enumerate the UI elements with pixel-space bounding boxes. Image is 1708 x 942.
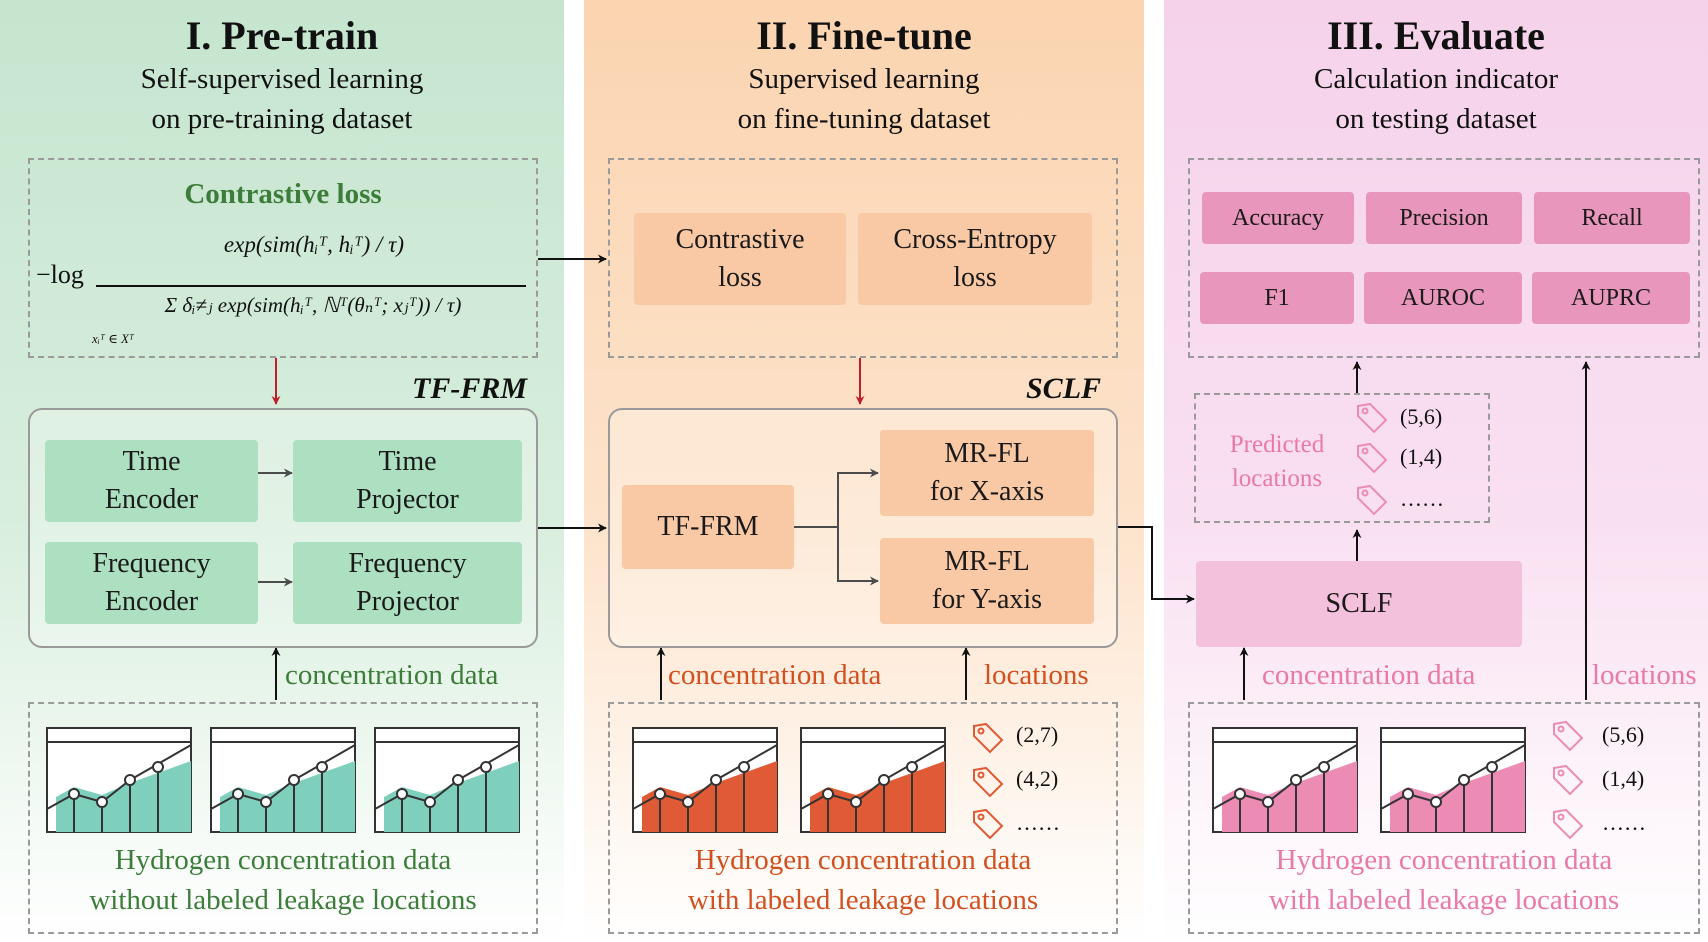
pretrain-loss-title: Contrastive loss xyxy=(184,178,382,210)
finetune-subtitle-line2: on fine-tuning dataset xyxy=(737,103,991,135)
evaluate-location-text: (1,4) xyxy=(1602,766,1645,791)
finetune-loss-panel xyxy=(608,158,1118,358)
evaluate-locations-list: (5,6) (1,4) …… xyxy=(1550,716,1690,840)
formula-denominator: Σ δᵢ≠ⱼ exp(sim(hᵢᵀ, ℕᵀ(θₙᵀ; xⱼᵀ)) / τ) xyxy=(164,293,462,317)
pretrain-caption: Hydrogen concentration data without labe… xyxy=(28,840,538,920)
predicted-location-text: …… xyxy=(1400,486,1444,511)
formula-numerator: exp(sim(hᵢᵀ, hᵢᵀ) / τ) xyxy=(223,232,405,257)
tag-icon xyxy=(1357,402,1388,434)
finetune-chart-2 xyxy=(800,727,946,833)
finetune-input-label: concentration data xyxy=(668,659,882,691)
finetune-location-text: (2,7) xyxy=(1016,722,1059,747)
evaluate-chart-2 xyxy=(1380,727,1526,833)
pretrain-data-panel xyxy=(28,702,538,934)
pretrain-loss-panel xyxy=(28,158,538,358)
formula-fraction-bar xyxy=(96,285,526,287)
tag-icon xyxy=(1357,442,1388,474)
finetune-subtitle-line1: Supervised learning xyxy=(748,63,980,95)
predicted-location-text: (5,6) xyxy=(1400,404,1443,429)
finetune-location-text: …… xyxy=(1016,810,1060,835)
predicted-location-text: (1,4) xyxy=(1400,444,1443,469)
evaluate-caption: Hydrogen concentration data with labeled… xyxy=(1188,840,1700,920)
predicted-locations-label: Predicted locations xyxy=(1229,431,1325,492)
tag-icon xyxy=(973,766,1004,798)
metrics-panel xyxy=(1188,158,1700,358)
finetune-location-text: (4,2) xyxy=(1016,766,1059,791)
pretrain-caption-line2: without labeled leakage locations xyxy=(89,884,477,916)
evaluate-sclf-block: SCLF xyxy=(1196,561,1522,647)
tag-icon xyxy=(1553,720,1584,752)
arrow-sclf-to-evaluate xyxy=(1118,526,1195,604)
predicted-locations-list: (5,6) (1,4) …… xyxy=(1354,398,1484,522)
time-encoder-block: Time Encoder xyxy=(45,440,258,522)
finetune-contrastive-loss-block: Contrastive loss xyxy=(634,213,846,305)
arrow-backbone-to-head-y xyxy=(837,527,879,586)
evaluate-subtitle-line1: Calculation indicator xyxy=(1313,63,1558,95)
predicted-locations-panel xyxy=(1194,393,1490,523)
mrfl-x-axis-block: MR-FL for X-axis xyxy=(880,430,1094,516)
finetune-title: II. Fine-tune xyxy=(756,13,972,58)
finetune-chart-1 xyxy=(632,727,778,833)
finetune-locations-label: locations xyxy=(984,659,1089,691)
finetune-caption-line2: with labeled leakage locations xyxy=(687,884,1039,916)
tag-icon xyxy=(973,808,1004,840)
tag-icon xyxy=(1553,764,1584,796)
metric-precision: Precision xyxy=(1366,192,1522,244)
tag-icon xyxy=(1553,808,1584,840)
evaluate-data-panel xyxy=(1188,702,1700,934)
evaluate-locations-label: locations xyxy=(1592,659,1697,691)
pretrain-input-label: concentration data xyxy=(285,659,499,691)
arrow-backbone-to-head-x xyxy=(794,468,879,528)
metric-auroc: AUROC xyxy=(1364,272,1522,324)
metric-f1: F1 xyxy=(1200,272,1354,324)
time-projector-block: Time Projector xyxy=(293,440,522,522)
metric-accuracy: Accuracy xyxy=(1202,192,1354,244)
metric-recall: Recall xyxy=(1534,192,1690,244)
formula-neg-log: −log xyxy=(36,260,84,289)
tffrm-model-label: TF-FRM xyxy=(412,372,528,405)
metric-auprc: AUPRC xyxy=(1532,272,1690,324)
finetune-caption-line1: Hydrogen concentration data xyxy=(694,844,1032,876)
evaluate-caption-line2: with labeled leakage locations xyxy=(1268,884,1620,916)
pretrain-subtitle-line2: on pre-training dataset xyxy=(151,103,413,135)
evaluate-heading: III. Evaluate Calculation indicator on t… xyxy=(1164,12,1708,139)
sclf-model-label: SCLF xyxy=(1026,372,1102,405)
finetune-cross-entropy-loss-block: Cross-Entropy loss xyxy=(858,213,1092,305)
pretrain-title: I. Pre-train xyxy=(185,13,379,58)
pretrain-heading: I. Pre-train Self-supervised learning on… xyxy=(0,12,564,139)
evaluate-subtitle-line2: on testing dataset xyxy=(1335,103,1537,135)
finetune-caption: Hydrogen concentration data with labeled… xyxy=(608,840,1118,920)
evaluate-location-text: (5,6) xyxy=(1602,722,1645,747)
pretrain-chart-1 xyxy=(46,727,192,833)
backbone-tffrm-block: TF-FRM xyxy=(622,485,794,569)
frequency-projector-block: Frequency Projector xyxy=(293,542,522,624)
evaluate-location-text: …… xyxy=(1602,810,1646,835)
evaluate-caption-line1: Hydrogen concentration data xyxy=(1275,844,1613,876)
pretrain-chart-2 xyxy=(210,727,356,833)
finetune-data-panel xyxy=(608,702,1118,934)
finetune-heading: II. Fine-tune Supervised learning on fin… xyxy=(584,12,1144,139)
evaluate-chart-1 xyxy=(1212,727,1358,833)
mrfl-y-axis-block: MR-FL for Y-axis xyxy=(880,538,1094,624)
finetune-locations-list: (2,7) (4,2) …… xyxy=(970,718,1110,840)
tag-icon xyxy=(973,722,1004,754)
tag-icon xyxy=(1357,484,1388,516)
evaluate-title: III. Evaluate xyxy=(1327,13,1545,58)
pretrain-subtitle-line1: Self-supervised learning xyxy=(140,63,424,95)
pretrain-caption-line1: Hydrogen concentration data xyxy=(114,844,452,876)
pretrain-chart-3 xyxy=(374,727,520,833)
evaluate-input-label: concentration data xyxy=(1262,659,1476,691)
formula-sum-index: xᵢᵀ ∈ Xᵀ xyxy=(92,331,134,346)
frequency-encoder-block: Frequency Encoder xyxy=(45,542,258,624)
